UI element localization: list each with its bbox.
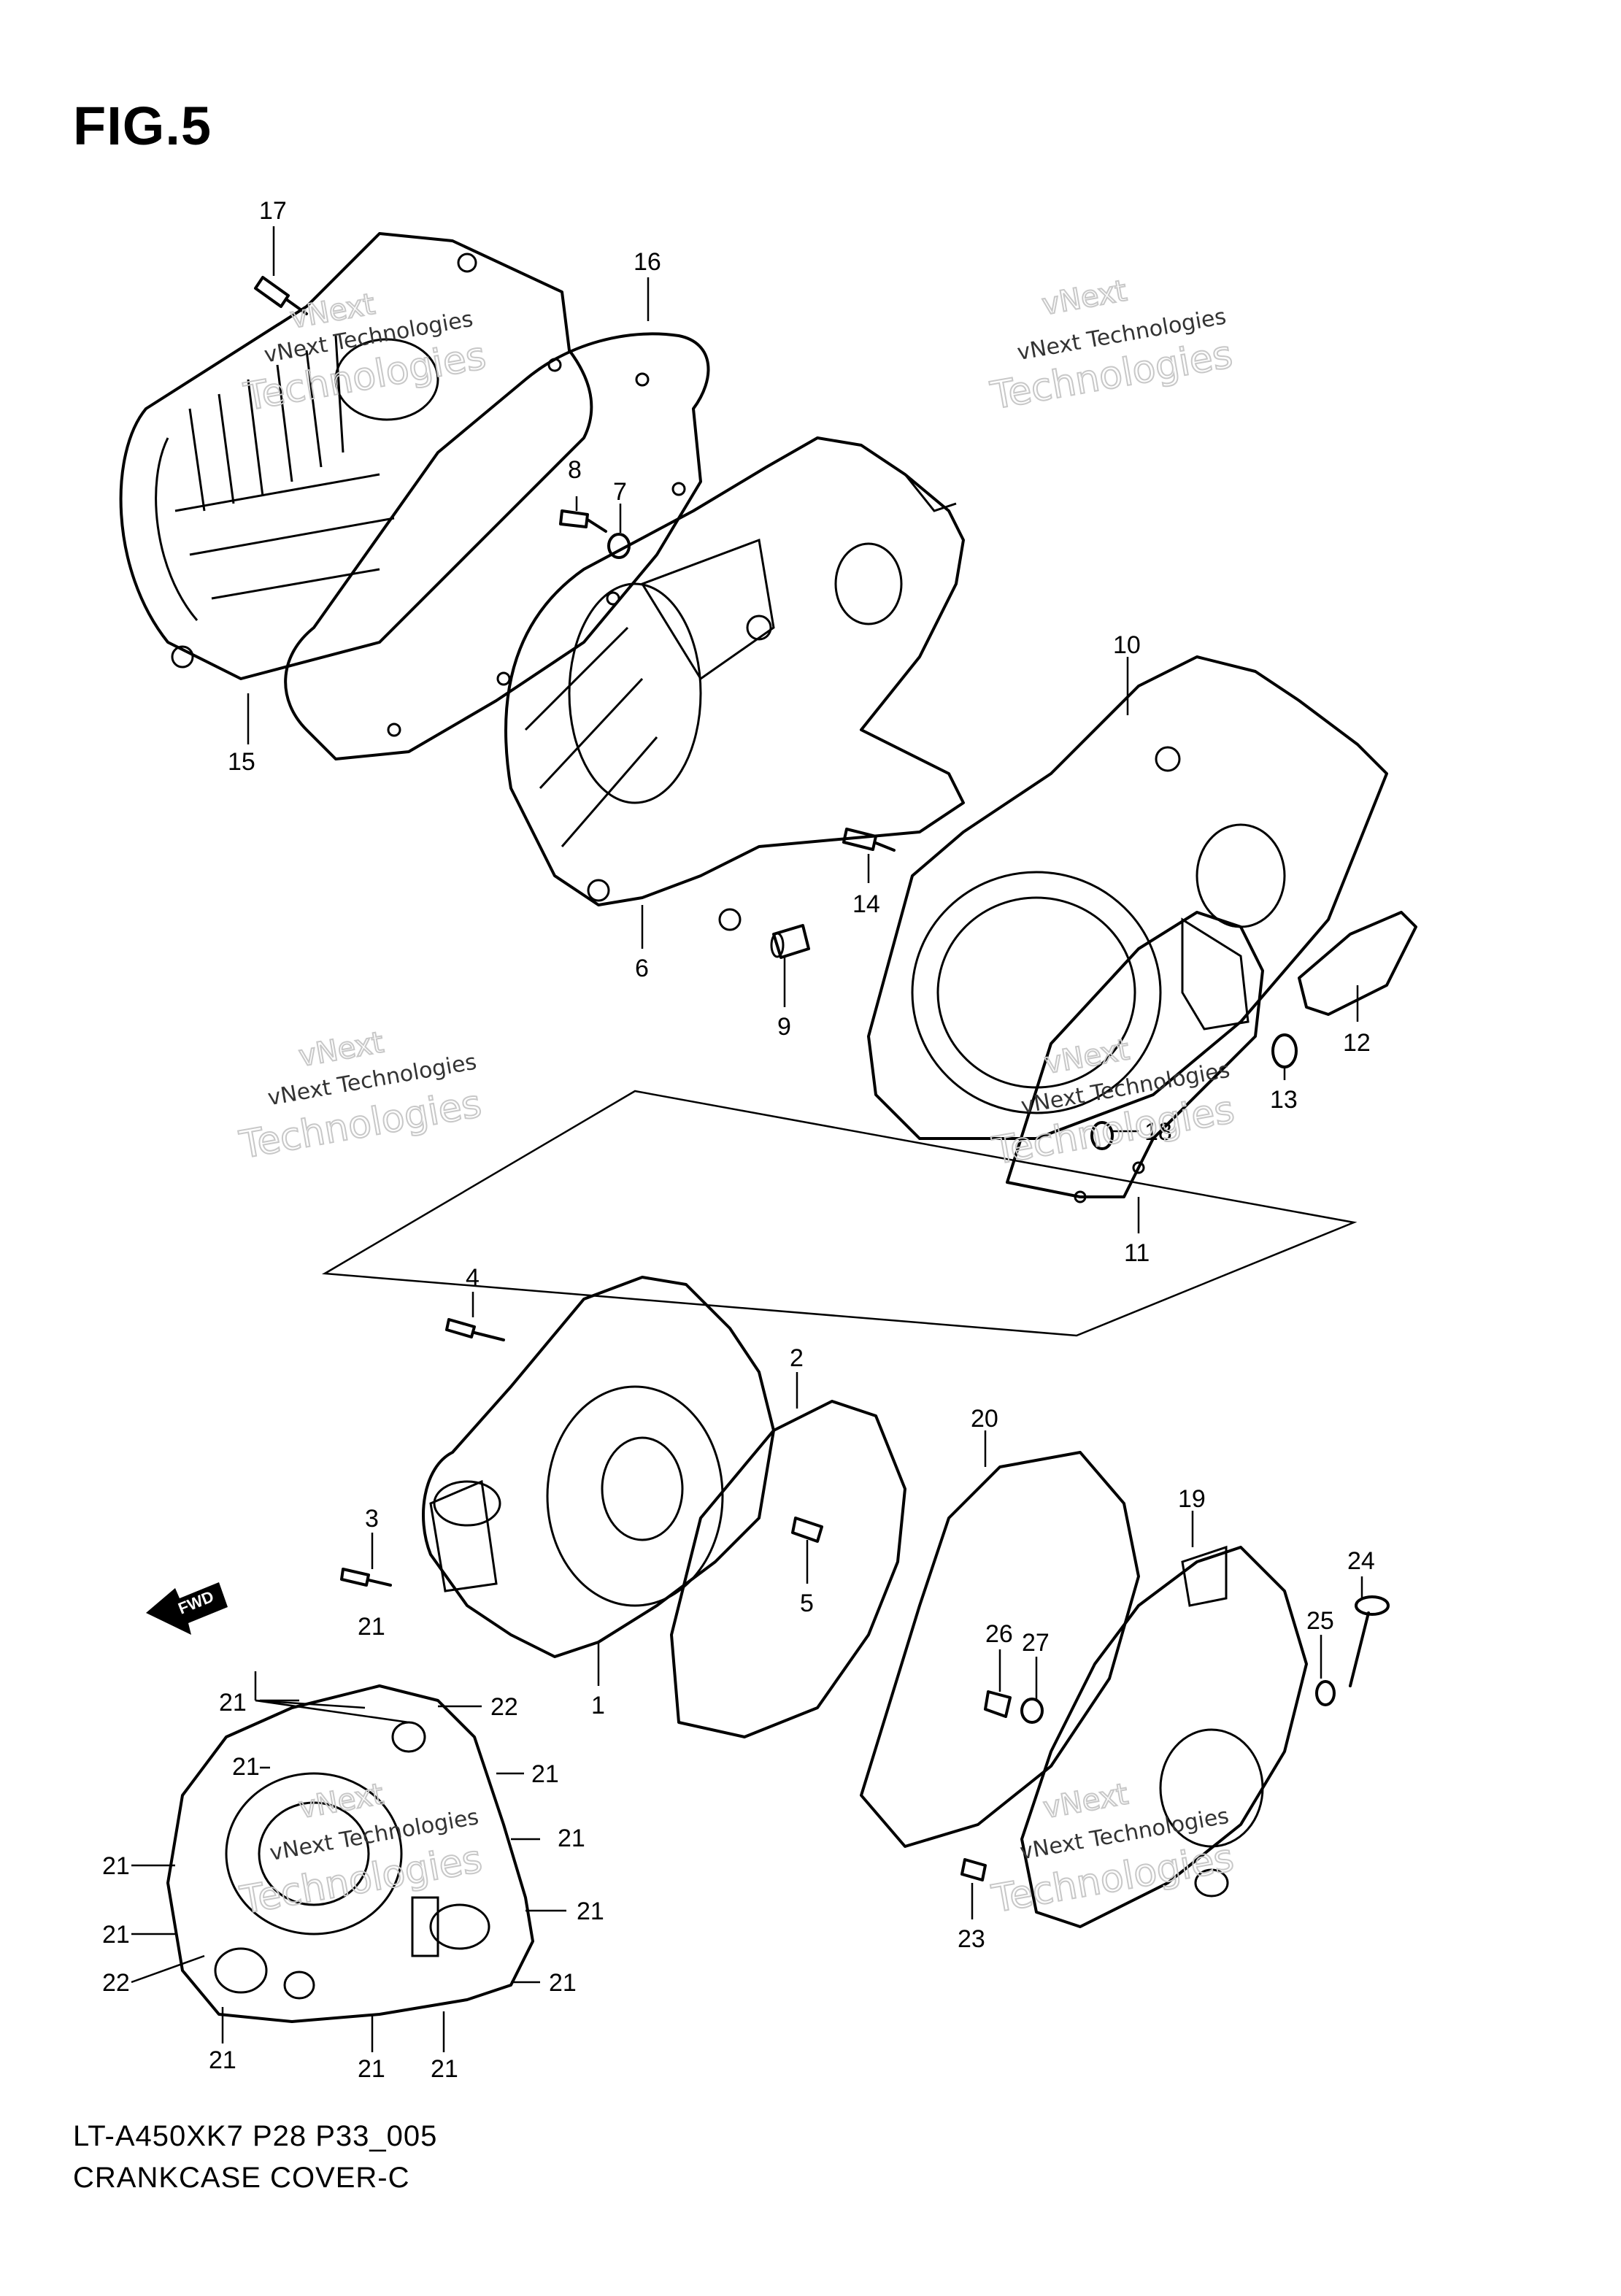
callout-21-bottom-c: 21 bbox=[431, 2055, 458, 2083]
callout-21-right-c: 21 bbox=[577, 1898, 604, 1925]
callout-10: 10 bbox=[1113, 631, 1141, 659]
callout-8: 8 bbox=[568, 456, 582, 484]
callout-9: 9 bbox=[777, 1013, 791, 1041]
gasket-20-part bbox=[860, 1451, 1140, 1848]
bolt-26-part bbox=[984, 1690, 1012, 1718]
gasket-2-part bbox=[670, 1400, 906, 1738]
gasket-11-part bbox=[1006, 911, 1264, 1203]
leader-lines bbox=[131, 226, 1363, 2052]
callout-20: 20 bbox=[971, 1405, 998, 1433]
callout-17: 17 bbox=[259, 197, 287, 225]
section-name-footer: CRANKCASE COVER-C bbox=[73, 2162, 410, 2194]
washer-27-part bbox=[1020, 1698, 1044, 1724]
callout-26: 26 bbox=[985, 1620, 1013, 1648]
callout-23: 23 bbox=[958, 1925, 985, 1953]
callout-21-bottom-a: 21 bbox=[209, 2046, 236, 2074]
bolt-14-part bbox=[842, 828, 896, 852]
callout-19: 19 bbox=[1178, 1485, 1206, 1513]
watermark-1: vNext vNext Technologies Technologies bbox=[240, 287, 490, 420]
outer-cover-gasket-part bbox=[284, 332, 710, 760]
callout-27: 27 bbox=[1022, 1629, 1050, 1657]
callout-16: 16 bbox=[634, 248, 661, 276]
callout-11: 11 bbox=[1124, 1239, 1150, 1267]
callout-22-upper-right: 22 bbox=[490, 1693, 518, 1721]
pump-cover-part bbox=[166, 1684, 534, 2023]
svg-text:vNext: vNext bbox=[296, 1777, 386, 1825]
forward-arrow-icon: FWD bbox=[146, 1582, 228, 1635]
callout-12: 12 bbox=[1343, 1029, 1371, 1057]
callout-6: 6 bbox=[635, 955, 649, 982]
callout-21-left-c: 21 bbox=[102, 1921, 130, 1949]
callout-21-left-b: 21 bbox=[102, 1852, 130, 1880]
callout-25: 25 bbox=[1306, 1607, 1334, 1635]
oil-seal-13-part bbox=[1271, 1033, 1298, 1068]
washer-7-part bbox=[607, 533, 631, 559]
bolt-8-part bbox=[559, 509, 607, 533]
callout-21-top: 21 bbox=[358, 1613, 385, 1641]
inner-cover-frame-part bbox=[504, 436, 965, 931]
watermark-2: vNext vNext Technologies Technologies bbox=[987, 274, 1236, 420]
callout-labels: 17 16 15 8 7 10 6 9 14 12 13 18 11 4 2 2… bbox=[102, 197, 1375, 2083]
callout-21-bottom-b: 21 bbox=[358, 2055, 385, 2083]
bolt-4-part bbox=[445, 1318, 505, 1341]
dowel-5-part bbox=[791, 1517, 823, 1543]
callout-7: 7 bbox=[613, 478, 627, 506]
callout-4: 4 bbox=[466, 1264, 480, 1292]
bolt-24-part bbox=[1349, 1595, 1390, 1687]
callout-3: 3 bbox=[365, 1505, 379, 1533]
svg-text:vNext: vNext bbox=[1041, 1777, 1131, 1825]
bolt-3-part bbox=[340, 1568, 392, 1587]
callout-24: 24 bbox=[1347, 1547, 1375, 1575]
dowel-9-part bbox=[770, 924, 810, 959]
model-code-footer: LT-A450XK7 P28 P33_005 bbox=[73, 2120, 438, 2152]
watermark-5: vNext vNext Technologies Technologies bbox=[236, 1776, 486, 1923]
callout-22-lower-left: 22 bbox=[102, 1969, 130, 1997]
o-ring-25-part bbox=[1315, 1680, 1336, 1706]
dowel-23-part bbox=[960, 1858, 987, 1881]
svg-text:vNext: vNext bbox=[1039, 274, 1129, 323]
bolt-17-part bbox=[254, 276, 308, 315]
cap-12-part bbox=[1298, 911, 1417, 1016]
cover-1-part bbox=[422, 1276, 775, 1658]
callout-18: 18 bbox=[1144, 1118, 1172, 1146]
callout-14: 14 bbox=[852, 890, 880, 918]
plug-18-part bbox=[1090, 1121, 1114, 1150]
watermark-6: vNext vNext Technologies Technologies bbox=[987, 1776, 1237, 1922]
callout-21-right-d: 21 bbox=[549, 1969, 577, 1997]
watermark-3: vNext vNext Technologies Technologies bbox=[236, 1025, 485, 1168]
figure-title: FIG.5 bbox=[73, 96, 212, 156]
callout-1: 1 bbox=[591, 1692, 605, 1719]
callout-21-left-a: 21 bbox=[232, 1753, 260, 1781]
callout-5: 5 bbox=[800, 1590, 814, 1617]
callout-15: 15 bbox=[228, 748, 255, 776]
callout-13: 13 bbox=[1270, 1086, 1298, 1114]
callout-21-upper-left: 21 bbox=[219, 1689, 247, 1717]
watermark-4: vNext vNext Technologies Technologies bbox=[988, 1032, 1238, 1174]
callout-21-right-b: 21 bbox=[558, 1825, 585, 1852]
reference-plane-outline bbox=[321, 1090, 1358, 1337]
callout-21-right-a: 21 bbox=[531, 1760, 559, 1788]
cover-19-part bbox=[1020, 1545, 1308, 1928]
callout-2: 2 bbox=[790, 1344, 804, 1372]
